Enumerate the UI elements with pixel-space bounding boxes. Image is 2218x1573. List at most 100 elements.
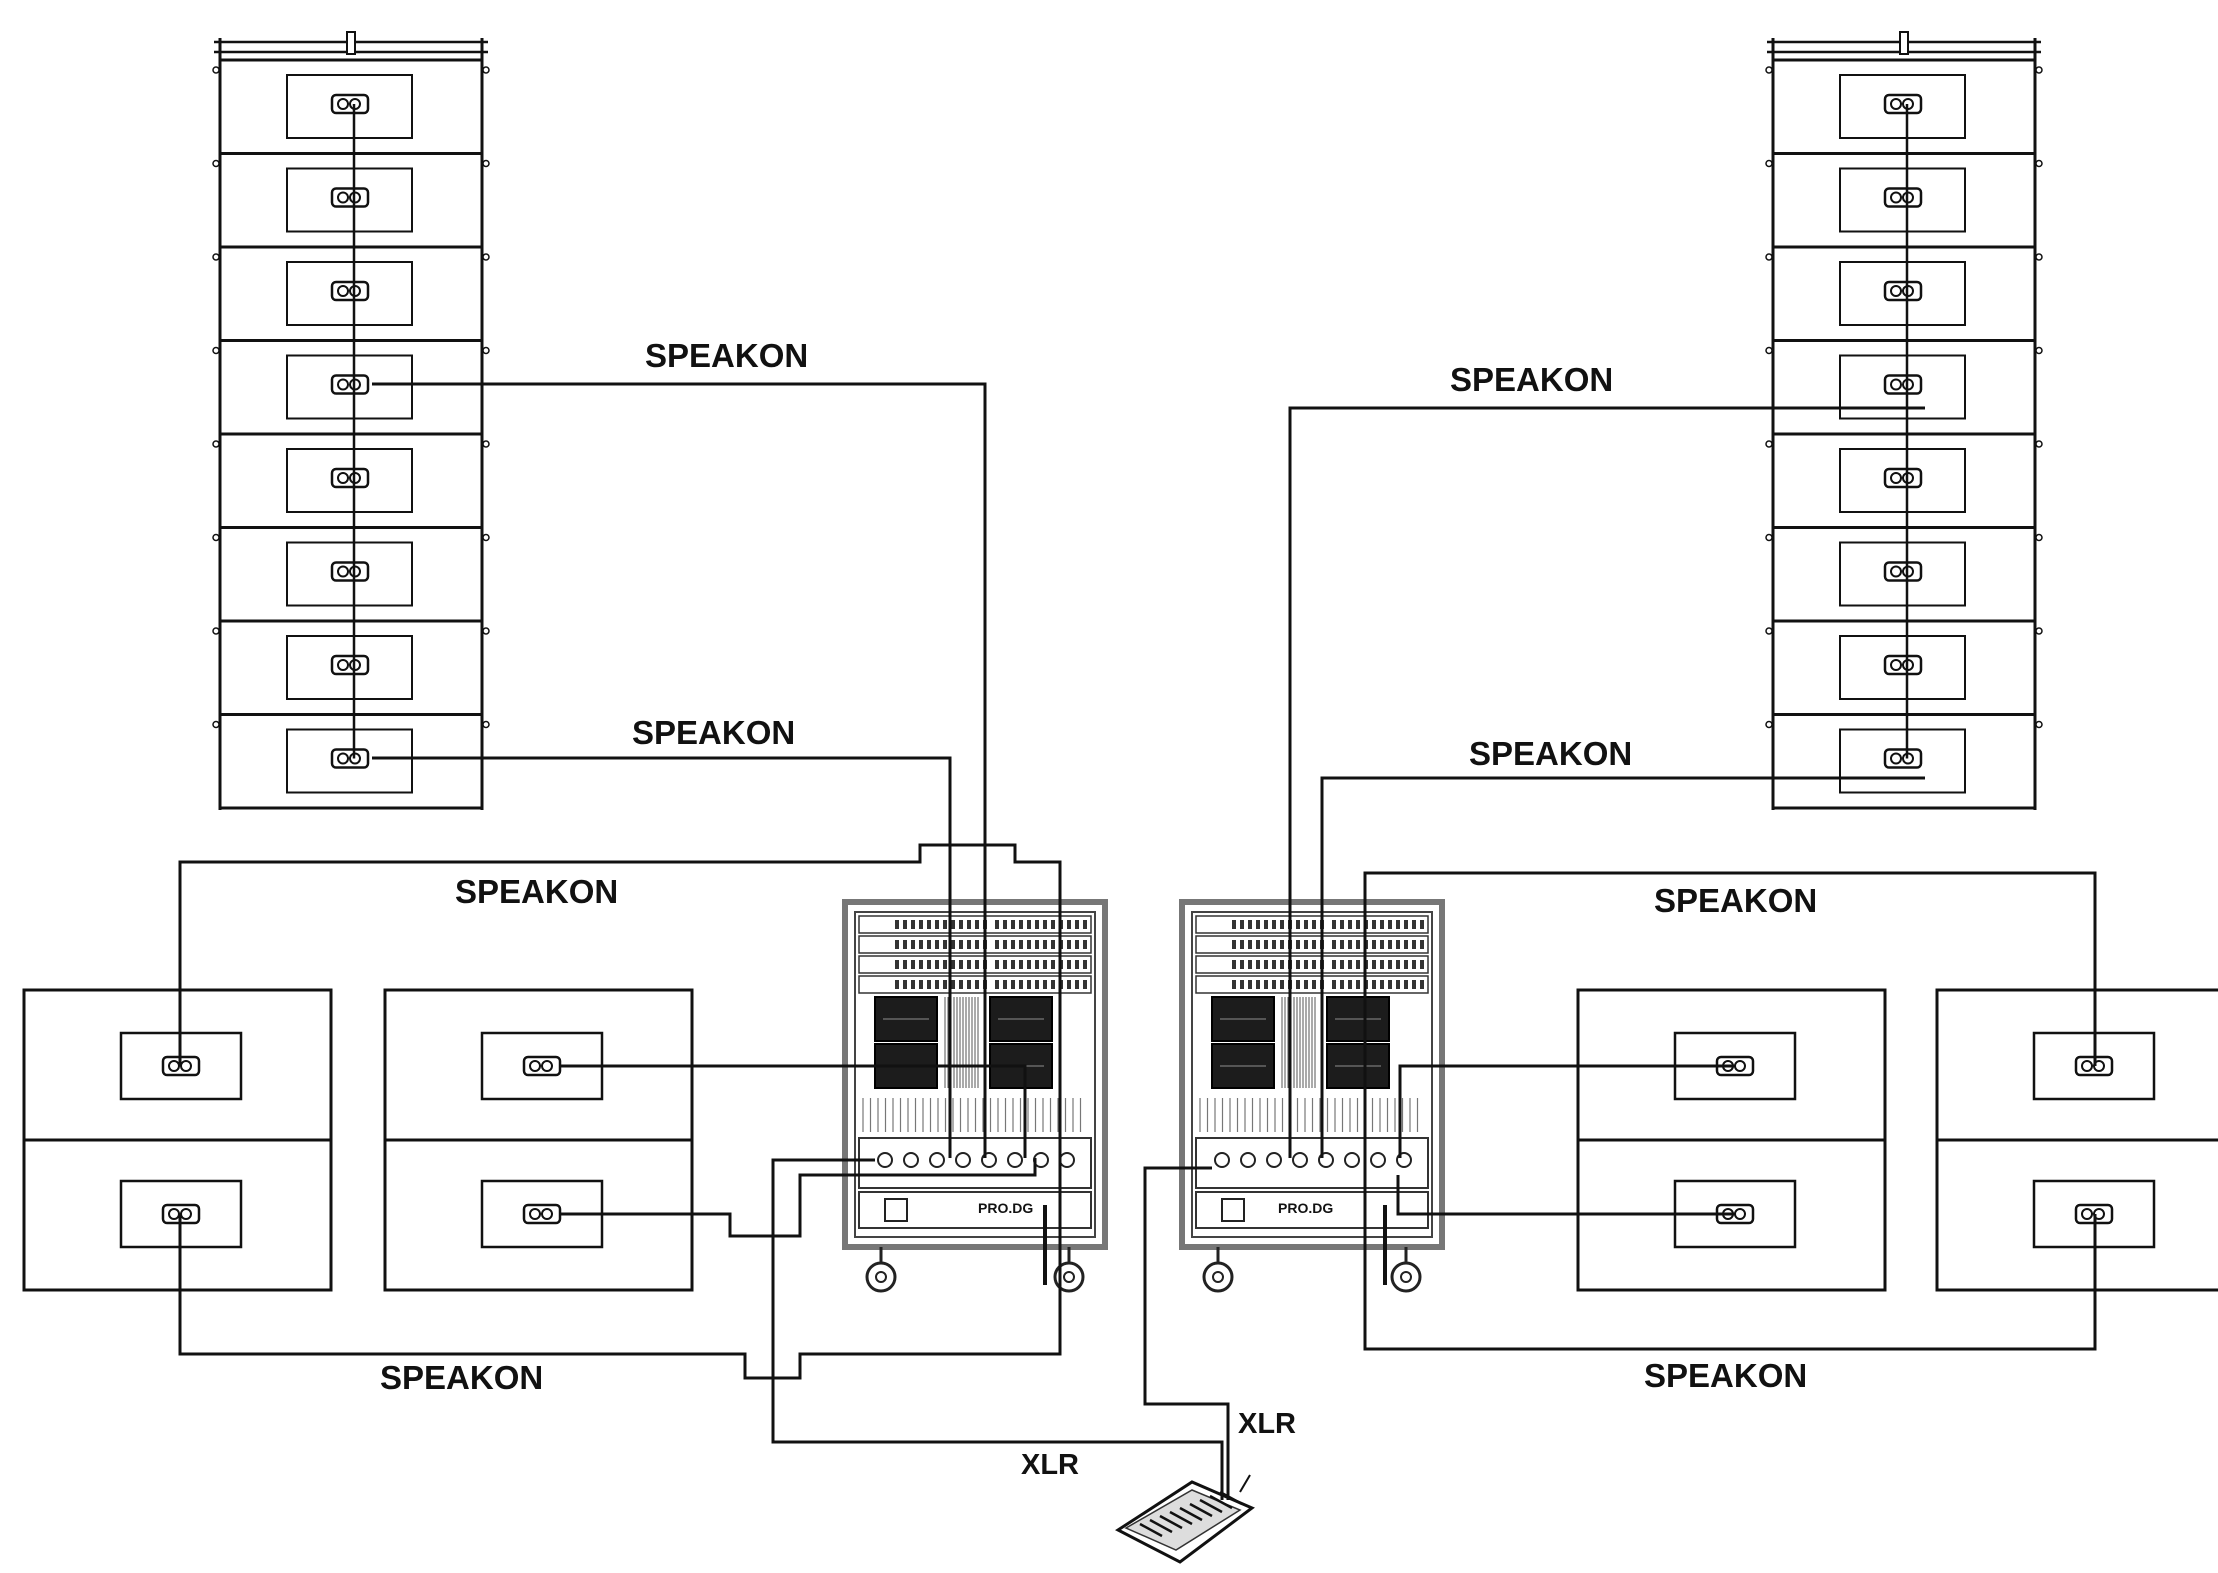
connector-panel xyxy=(858,1137,1092,1189)
panel-jack-icon xyxy=(1240,1152,1256,1168)
rigging-point xyxy=(212,66,220,74)
rack-unit-fader xyxy=(927,940,931,949)
rack-unit-fader xyxy=(1248,920,1252,929)
rack-unit-fader xyxy=(951,960,955,969)
speakon-cable xyxy=(372,382,987,1158)
rack-unit-fader xyxy=(1248,980,1252,989)
panel-jack-icon xyxy=(955,1152,971,1168)
rigging-point xyxy=(2035,440,2043,448)
rack-unit-fader xyxy=(903,920,907,929)
rack-unit-fader xyxy=(895,980,899,989)
rack-unit-fader xyxy=(1404,960,1408,969)
rack-unit-fader xyxy=(1248,940,1252,949)
rigging-point xyxy=(212,253,220,261)
rack-unit-fader xyxy=(1332,980,1336,989)
rack-unit-fader xyxy=(919,960,923,969)
label-speakon-right-subs-bottom: SPEAKON xyxy=(1644,1357,1807,1394)
speakon-cable xyxy=(1288,406,1925,1158)
rigging-point xyxy=(482,720,490,729)
rigging-point xyxy=(212,533,220,542)
rack-unit-fader xyxy=(1280,920,1284,929)
rack-unit-fader xyxy=(1348,980,1352,989)
speakon-jack-icon xyxy=(330,748,370,769)
rack-unit-fader xyxy=(911,960,915,969)
rack-unit-fader xyxy=(943,920,947,929)
rack-unit-fader xyxy=(1011,920,1015,929)
right-line-array xyxy=(1765,31,2043,810)
rigging-point xyxy=(2035,720,2043,729)
rack-unit-fader xyxy=(1027,980,1031,989)
rack-unit-fader xyxy=(975,960,979,969)
rack-unit-fader xyxy=(1340,960,1344,969)
rack-unit-fader xyxy=(951,920,955,929)
rack-unit-fader xyxy=(943,940,947,949)
rack-unit-fader xyxy=(1051,960,1055,969)
rack-left-brand: PRO.DG xyxy=(978,1200,1033,1216)
rack-unit-fader xyxy=(895,960,899,969)
rack-unit-fader xyxy=(1396,960,1400,969)
label-xlr-left: XLR xyxy=(1021,1449,1079,1481)
rack-unit-fader xyxy=(1248,960,1252,969)
mixer-channel-strip xyxy=(1189,1502,1213,1518)
speakon-jack-icon xyxy=(522,1055,562,1077)
speakon-jack-icon xyxy=(1883,654,1923,676)
label-speakon-left-array-top: SPEAKON xyxy=(645,337,808,374)
rack-unit-fader xyxy=(1332,960,1336,969)
speakon-cable xyxy=(1363,1158,2097,1351)
rack-unit-fader xyxy=(1396,980,1400,989)
rack-unit-fader xyxy=(1232,940,1236,949)
speakon-jack-icon xyxy=(330,93,370,115)
rack-unit-fader xyxy=(1083,980,1087,989)
xlr-cable xyxy=(771,1158,1224,1500)
rack-unit-fader xyxy=(1420,920,1424,929)
rigging-point xyxy=(1765,533,1773,542)
rack-unit-fader xyxy=(1083,920,1087,929)
rigging-pin xyxy=(1899,31,1909,55)
rack-unit-fader xyxy=(967,940,971,949)
rack-unit-fader xyxy=(911,980,915,989)
left-sub-stack-outer xyxy=(22,988,333,1292)
rack-unit-fader xyxy=(1332,940,1336,949)
rack-unit-fader xyxy=(1011,980,1015,989)
rigging-point xyxy=(2035,533,2043,542)
rack-unit-fader xyxy=(967,960,971,969)
rack-unit-fader xyxy=(959,920,963,929)
rigging-point xyxy=(482,440,490,448)
speakon-cable xyxy=(1398,1064,1735,1158)
rack-unit-fader xyxy=(1035,940,1039,949)
rack-unit-fader xyxy=(895,920,899,929)
rack-unit-fader xyxy=(1420,960,1424,969)
rack-unit-fader xyxy=(1264,980,1268,989)
rigging-point xyxy=(1765,159,1773,168)
rack-unit-fader xyxy=(1356,980,1360,989)
rack-unit-fader xyxy=(1304,980,1308,989)
rack-unit-fader xyxy=(1027,920,1031,929)
caster-hub xyxy=(1400,1271,1412,1283)
panel-jack-icon xyxy=(1292,1152,1308,1168)
rack-unit-fader xyxy=(911,940,915,949)
mixer-channel-strip xyxy=(1169,1510,1193,1526)
rack-unit-fader xyxy=(1264,920,1268,929)
rack-unit-fader xyxy=(1372,980,1376,989)
power-switch-icon xyxy=(1221,1198,1245,1222)
module-panel xyxy=(1839,448,1966,513)
rack-unit-fader xyxy=(1412,960,1416,969)
rack-unit-fader xyxy=(1356,960,1360,969)
rack-unit-fader xyxy=(1003,940,1007,949)
rigging-point xyxy=(2035,253,2043,261)
speakon-jack-icon xyxy=(1883,748,1923,769)
rack-unit-fader xyxy=(1264,940,1268,949)
rack-unit-fader xyxy=(1035,920,1039,929)
rack-unit-fader xyxy=(1051,980,1055,989)
rack-unit-fader xyxy=(1312,980,1316,989)
rack-unit-fader xyxy=(1372,920,1376,929)
rigging-point xyxy=(482,66,490,74)
rack-unit-fader xyxy=(995,980,999,989)
rack-unit-fader xyxy=(1240,980,1244,989)
speakon-cable xyxy=(1320,776,1925,1158)
rack-unit-fader xyxy=(1380,940,1384,949)
panel-jack-icon xyxy=(1007,1152,1023,1168)
caster-hub xyxy=(1212,1271,1224,1283)
rack-unit-fader xyxy=(1388,940,1392,949)
rack-unit-fader xyxy=(943,980,947,989)
